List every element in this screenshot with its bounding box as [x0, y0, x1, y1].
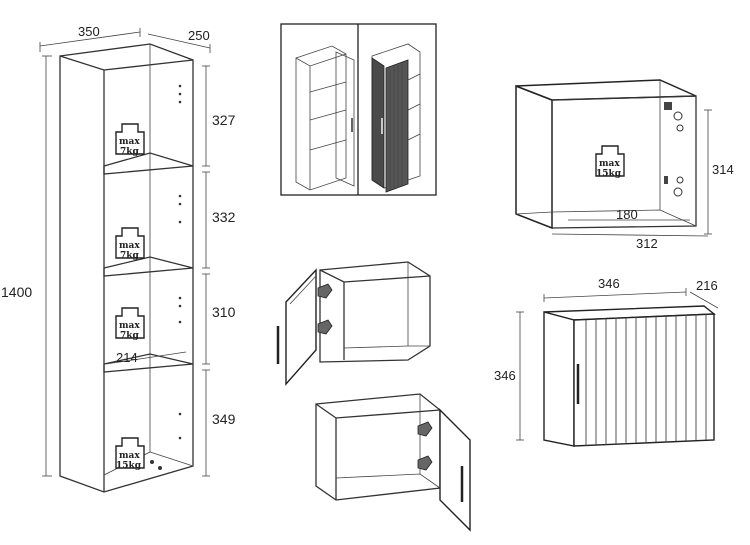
door-options-panel	[280, 23, 437, 196]
inner-depth-label: 214	[116, 350, 138, 365]
hinge-icon	[417, 421, 433, 471]
fluting-lines	[585, 314, 707, 446]
depth-dimension: 250	[147, 28, 211, 53]
shelf-pin-holes	[150, 84, 182, 470]
box-height-dimension: 314	[704, 109, 734, 235]
cabinet-door-left-open	[276, 261, 431, 386]
load-max-label: max	[119, 137, 140, 147]
compartment-1-label: 327	[212, 112, 236, 128]
fluted-front-cabinet: 346 216 346	[494, 276, 719, 447]
fronted-width-dimension: 346	[543, 276, 687, 302]
box-outer-width-label: 312	[636, 236, 658, 251]
hinge-icon	[317, 283, 333, 335]
fronted-depth-label: 216	[696, 278, 718, 293]
load-max-label: max	[119, 451, 140, 461]
weight-icon: max 7kg	[115, 227, 145, 261]
load-kg-label: 15kg	[596, 169, 622, 179]
load-kg-label: 15kg	[116, 461, 142, 471]
box-outer-width-dimension: 312	[551, 233, 709, 251]
compartment-3-label: 310	[212, 304, 236, 320]
height-dimension: 1400	[1, 55, 52, 477]
fronted-width-label: 346	[598, 276, 620, 291]
box-inner-width-label: 180	[616, 207, 638, 222]
tall-cabinet: 350 250 1400	[1, 24, 236, 493]
compartment-4-label: 349	[212, 411, 236, 427]
load-kg-label: 7kg	[120, 331, 139, 341]
load-kg-label: 7kg	[120, 251, 139, 261]
hinge-icon	[664, 102, 684, 197]
depth-label: 250	[188, 28, 210, 43]
inner-depth-dimension: 214	[105, 350, 187, 365]
compartment-dimensions: 327 332 310 349	[202, 65, 236, 477]
fronted-height-label: 346	[494, 368, 516, 383]
plain-door-cabinet	[295, 45, 355, 191]
fluted-door-cabinet	[371, 43, 421, 193]
height-label: 1400	[1, 284, 32, 300]
weight-icon: max 7kg	[115, 307, 145, 341]
box-inner-width-dimension: 180	[568, 207, 690, 222]
width-label: 350	[78, 24, 100, 39]
open-box-cabinet: max 15kg 314 180 312	[515, 79, 734, 251]
weight-icon: max 15kg	[595, 145, 625, 179]
fronted-height-dimension: 346	[494, 311, 524, 441]
load-max-label: max	[119, 321, 140, 331]
compartment-2-label: 332	[212, 209, 236, 225]
load-kg-label: 7kg	[120, 147, 139, 157]
cabinet-door-right-open	[315, 393, 471, 532]
weight-icon: max 7kg	[115, 123, 145, 157]
load-max-label: max	[119, 241, 140, 251]
width-dimension: 350	[39, 24, 141, 52]
load-max-label: max	[599, 159, 620, 169]
weight-icon: max 15kg	[115, 437, 145, 471]
box-height-label: 314	[712, 162, 734, 177]
fronted-depth-dimension: 216	[689, 278, 719, 309]
